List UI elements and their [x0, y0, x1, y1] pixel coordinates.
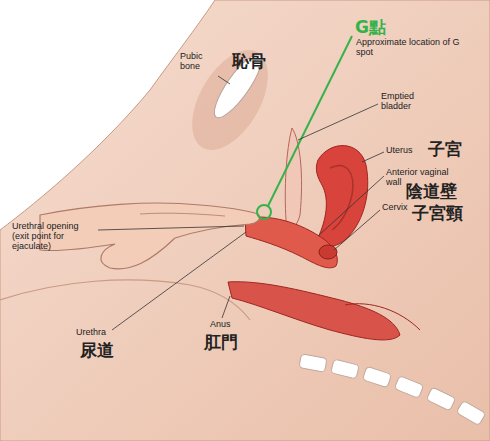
part-name-zh: 尿道 [80, 341, 124, 360]
part-name: Urethral opening (exit point for ejacula… [12, 222, 96, 252]
vaginal-canal [245, 217, 337, 268]
uterus-cavity [330, 166, 353, 230]
part-name-zh: 子宮 [428, 140, 472, 159]
part-name: Emptied bladder [381, 92, 427, 112]
part-name: Pubic bone [180, 52, 220, 72]
hand [40, 203, 260, 269]
part-name: Anus [210, 320, 240, 330]
finger-line [140, 213, 225, 216]
uterus [316, 146, 367, 247]
gspot-title: G點 [355, 18, 399, 37]
part-name: Uterus [386, 146, 426, 156]
part-name-zh: 陰道壁 [406, 182, 466, 201]
part-name-zh: 肛門 [204, 333, 248, 352]
gspot-note: Approximate location of G spot [356, 38, 460, 58]
part-name-zh: 恥骨 [232, 52, 276, 71]
spine [299, 354, 486, 426]
gspot-marker [257, 205, 271, 219]
rectum [228, 282, 400, 340]
part-name: Urethra [76, 328, 116, 338]
leader-lines [98, 76, 384, 330]
part-name-zh: 子宮頸 [412, 204, 474, 223]
cervix [319, 245, 337, 259]
pubic-shading [177, 37, 284, 162]
thigh-line [0, 280, 250, 320]
bowel-line [345, 304, 420, 330]
